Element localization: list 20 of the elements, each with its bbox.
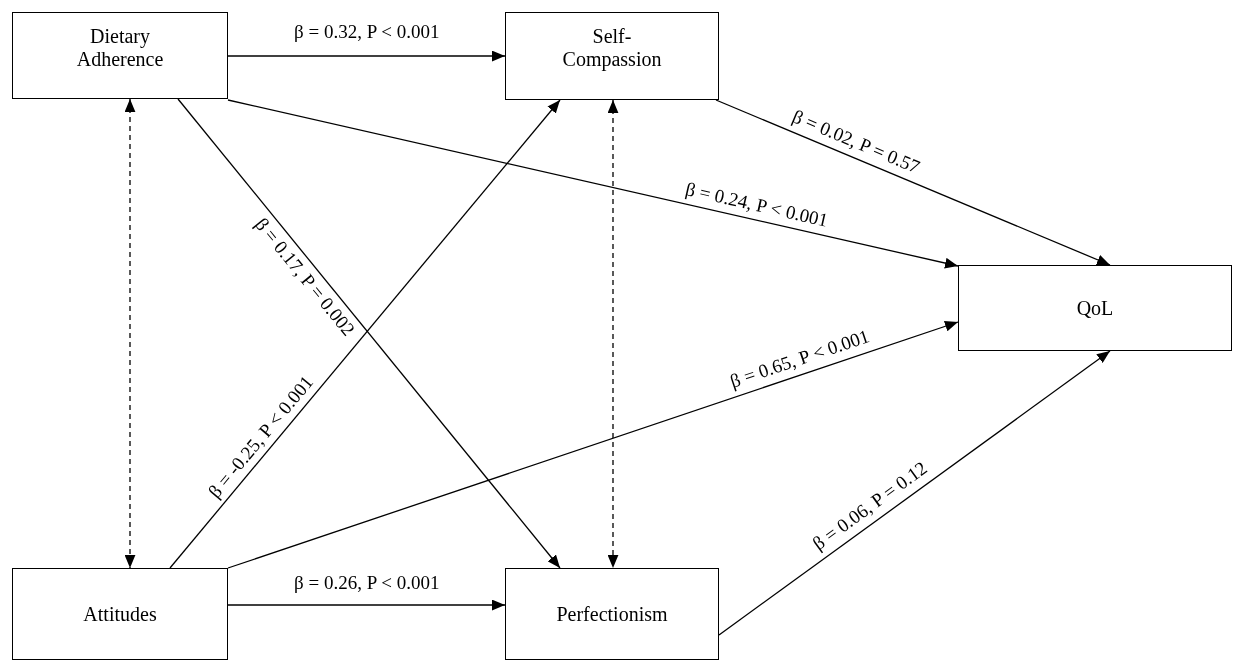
arrow <box>718 350 1111 636</box>
dashed-arrow <box>124 98 136 569</box>
variable-box <box>505 12 719 100</box>
arrow <box>227 321 959 569</box>
variable-box <box>12 568 228 660</box>
variable-name: Self-Compassion <box>561 25 663 71</box>
edge-label: β = 0.32, P < 0.001 <box>292 22 442 42</box>
dashed-arrow <box>607 99 619 569</box>
variable-name: Attitudes <box>83 602 157 626</box>
arrow <box>715 99 1111 266</box>
edge-label: β = 0.26, P < 0.001 <box>292 573 442 593</box>
variable-name: QoL <box>1076 296 1114 320</box>
variable-name: Perfectionism <box>556 602 668 626</box>
arrow <box>227 599 506 611</box>
arrow <box>227 99 959 269</box>
arrow <box>227 50 506 62</box>
variable-box <box>12 12 228 99</box>
variable-box <box>958 265 1232 351</box>
variable-name: Dietary Adherence <box>75 25 165 71</box>
variable-box <box>505 568 719 660</box>
